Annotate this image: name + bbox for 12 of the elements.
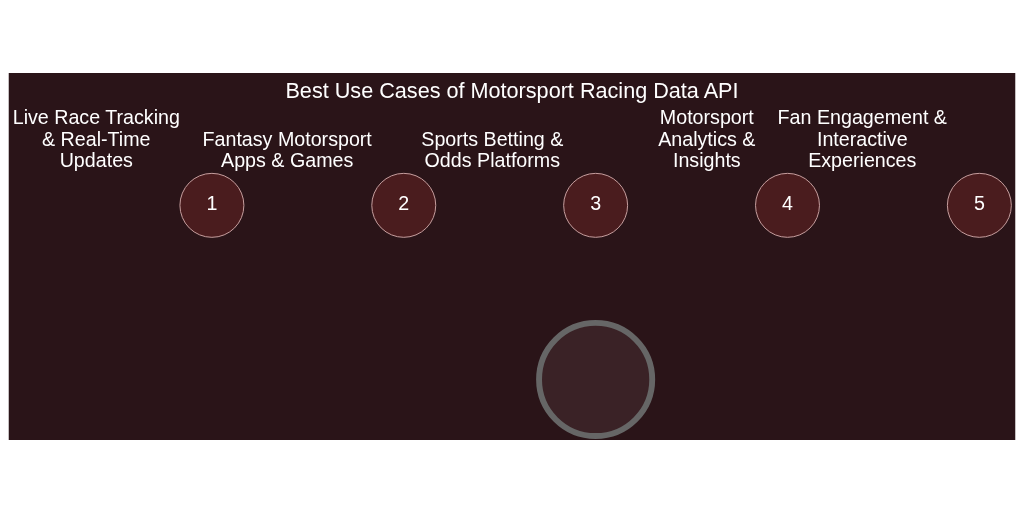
node-circle: 3	[563, 172, 629, 238]
node-label: Fantasy Motorsport Apps & Games	[202, 127, 372, 172]
node-circle: 5	[946, 172, 1012, 238]
node-label: Fan Engagement & Interactive Experiences	[777, 106, 947, 172]
node-circle	[536, 319, 656, 439]
node-label: Live Race Tracking & Real-Time Updates	[12, 106, 180, 172]
node-circle: 2	[371, 172, 437, 238]
node-circle: 4	[755, 172, 820, 238]
diagram-title: Best Use Cases of Motorsport Racing Data API	[285, 78, 739, 104]
node-label: Motorsport Analytics & Insights	[658, 106, 756, 172]
node-circle: 1	[179, 172, 245, 238]
node-label: Sports Betting & Odds Platforms	[421, 127, 564, 172]
